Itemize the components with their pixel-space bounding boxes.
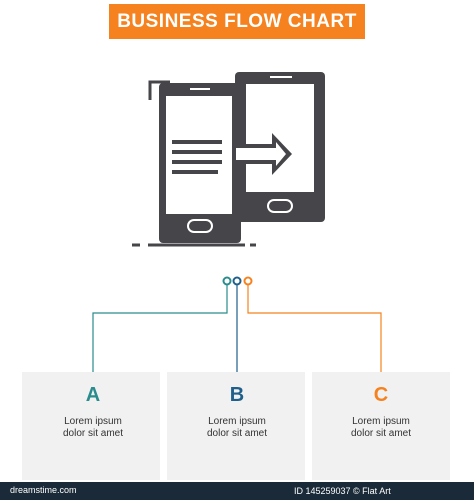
footer-logo: dreamstime.com bbox=[10, 485, 77, 495]
node-a bbox=[222, 276, 232, 286]
step-letter-b: B bbox=[229, 384, 245, 406]
back-phone-screen bbox=[246, 84, 314, 192]
front-phone-home-button bbox=[187, 219, 213, 233]
step-panel-b bbox=[167, 372, 305, 480]
step-letter-a: A bbox=[85, 384, 101, 406]
back-phone-home-button bbox=[267, 199, 293, 213]
step-desc-b: Lorem ipsum dolor sit amet bbox=[206, 416, 268, 439]
step-letter-c: C bbox=[373, 384, 389, 406]
step-desc-c: Lorem ipsum dolor sit amet bbox=[350, 416, 412, 439]
connector-a bbox=[92, 285, 228, 372]
title-banner: BUSINESS FLOW CHART bbox=[109, 4, 365, 39]
node-c bbox=[243, 276, 253, 286]
image-id-text: ID 145259037 © Flat Art bbox=[294, 486, 391, 496]
step-desc-a: Lorem ipsum dolor sit amet bbox=[62, 416, 124, 439]
step-panel-c bbox=[312, 372, 450, 480]
corner-bracket bbox=[148, 80, 170, 100]
title-text: BUSINESS FLOW CHART bbox=[117, 10, 357, 32]
screen-text-lines bbox=[172, 140, 222, 174]
footer-bar: dreamstime.com ID 145259037 © Flat Art bbox=[0, 482, 474, 500]
front-phone-screen bbox=[166, 96, 232, 214]
step-panel-a bbox=[22, 372, 160, 480]
node-b bbox=[232, 276, 242, 286]
connector-c bbox=[247, 285, 382, 372]
